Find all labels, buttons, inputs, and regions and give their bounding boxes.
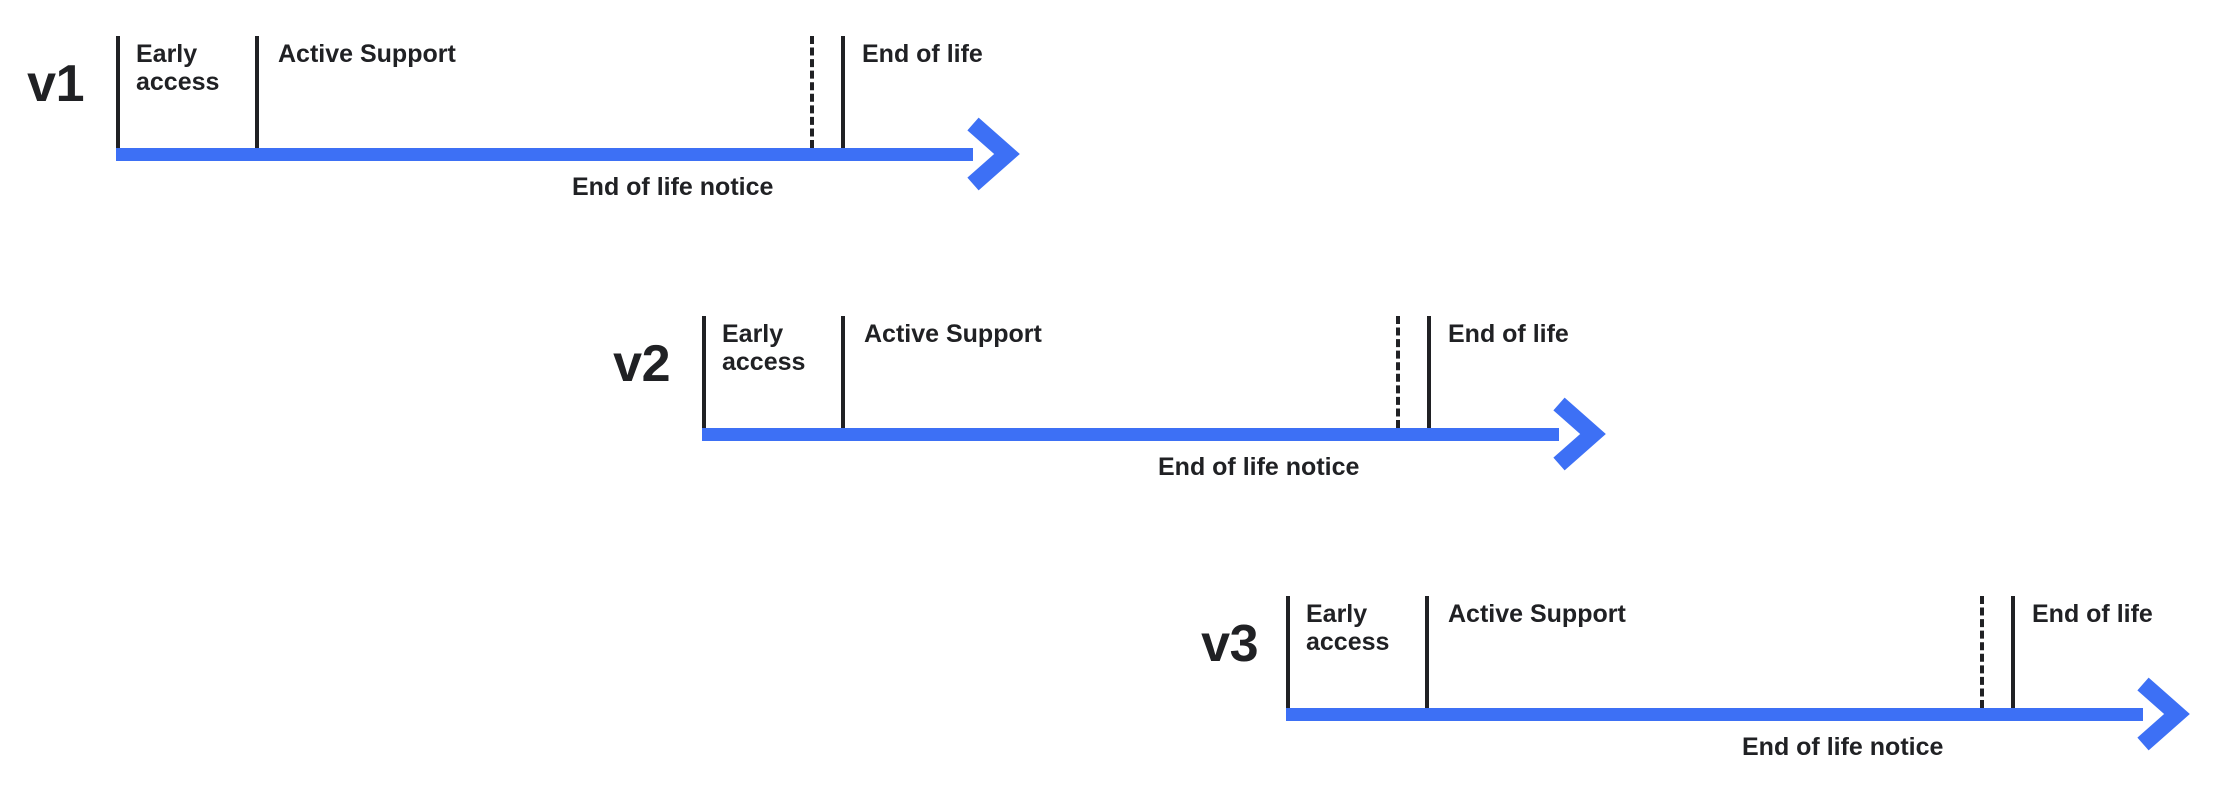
timeline-track-bar <box>116 148 973 161</box>
version-label: v1 <box>27 55 84 113</box>
phase-label-end-of-life: End of life <box>1448 320 1569 348</box>
tick-end-of-life-start <box>1427 316 1431 428</box>
timeline-row: v1 Early access Active Support End of li… <box>0 0 2228 230</box>
phase-label-active-support: Active Support <box>864 320 1042 348</box>
timeline-track-bar <box>1286 708 2143 721</box>
timeline-track-bar <box>702 428 1559 441</box>
version-label: v3 <box>1201 615 1258 673</box>
timeline-row: v2 Early access Active Support End of li… <box>0 280 2228 510</box>
arrow-head-icon <box>2137 677 2197 751</box>
end-of-life-notice-label: End of life notice <box>1742 733 1944 761</box>
arrow-head-icon <box>1553 397 1613 471</box>
timeline-row: v3 Early access Active Support End of li… <box>0 560 2228 790</box>
tick-early-access-start <box>1286 596 1290 708</box>
tick-active-support-start <box>841 316 845 428</box>
phase-label-early-access: Early access <box>136 40 220 96</box>
tick-early-access-start <box>116 36 120 148</box>
tick-active-support-start <box>1425 596 1429 708</box>
tick-end-of-life-notice <box>1396 316 1400 428</box>
tick-end-of-life-start <box>841 36 845 148</box>
tick-active-support-start <box>255 36 259 148</box>
phase-label-active-support: Active Support <box>278 40 456 68</box>
end-of-life-notice-label: End of life notice <box>572 173 774 201</box>
phase-label-early-access: Early access <box>722 320 806 376</box>
tick-end-of-life-start <box>2011 596 2015 708</box>
tick-end-of-life-notice <box>1980 596 1984 708</box>
version-label: v2 <box>613 335 670 393</box>
end-of-life-notice-label: End of life notice <box>1158 453 1360 481</box>
arrow-head-icon <box>967 117 1027 191</box>
tick-end-of-life-notice <box>810 36 814 148</box>
tick-early-access-start <box>702 316 706 428</box>
phase-label-end-of-life: End of life <box>2032 600 2153 628</box>
phase-label-active-support: Active Support <box>1448 600 1626 628</box>
phase-label-end-of-life: End of life <box>862 40 983 68</box>
phase-label-early-access: Early access <box>1306 600 1390 656</box>
